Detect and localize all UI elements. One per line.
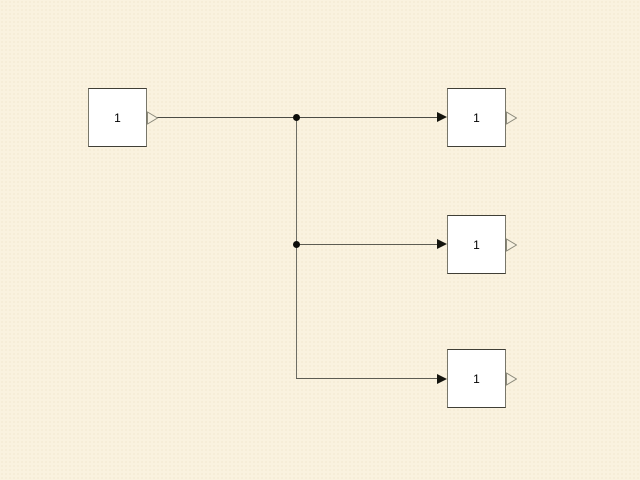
sink-block-2-label: 1 — [473, 237, 480, 252]
wire-branch-to-sink3[interactable] — [296, 378, 438, 379]
sink-block-3[interactable]: 1 — [447, 349, 517, 408]
branch-point-2 — [293, 240, 300, 248]
arrowhead-icon-sink3 — [437, 373, 447, 384]
source-block[interactable]: 1 — [88, 88, 158, 147]
output-port-icon[interactable] — [505, 371, 517, 386]
output-port-icon[interactable] — [146, 110, 158, 125]
wire-branch-vertical[interactable] — [296, 117, 297, 379]
output-port-icon[interactable] — [505, 110, 517, 125]
output-port-icon[interactable] — [505, 237, 517, 252]
sink-block-1[interactable]: 1 — [447, 88, 517, 147]
wire-branch-to-sink2[interactable] — [296, 243, 438, 245]
sink-block-3-label: 1 — [473, 371, 480, 386]
sink-block-2[interactable]: 1 — [447, 215, 517, 274]
arrowhead-icon-sink1 — [437, 112, 447, 122]
branch-point-1 — [293, 113, 300, 121]
sink-block-1-label: 1 — [473, 110, 480, 125]
source-block-label: 1 — [114, 110, 121, 125]
arrowhead-icon-sink2 — [437, 239, 447, 249]
